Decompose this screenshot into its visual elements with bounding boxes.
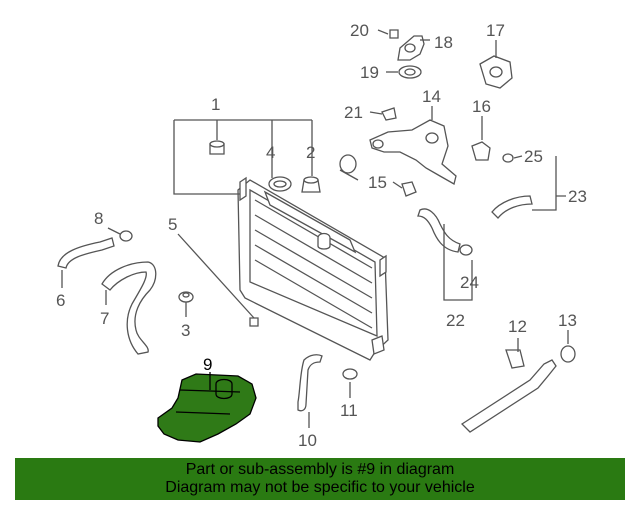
part-13-o-ring	[560, 345, 576, 363]
part-6-hose	[57, 237, 115, 269]
part-16-sensor	[471, 141, 491, 161]
part-20-bolt	[389, 29, 399, 39]
callout-23: 23	[568, 187, 587, 206]
part-24-clamp	[459, 244, 473, 256]
part-9-reservoir-tank	[157, 373, 257, 443]
callout-18: 18	[434, 33, 453, 52]
callout-7: 7	[100, 309, 109, 328]
drain-plug	[249, 317, 259, 327]
part-1-mount-cushion	[209, 140, 225, 155]
part-25-clamp	[502, 153, 514, 163]
callout-2: 2	[306, 143, 315, 162]
callout-12: 12	[508, 317, 527, 336]
part-10-hose	[297, 354, 323, 412]
part-4-cap	[268, 176, 292, 192]
callout-5: 5	[168, 215, 177, 234]
callout-17: 17	[486, 21, 505, 40]
callout-20: 20	[350, 21, 369, 40]
info-banner: Part or sub-assembly is #9 in diagram Di…	[15, 458, 625, 500]
radiator	[237, 176, 389, 361]
part-3-bushing	[178, 291, 194, 303]
callout-24: 24	[460, 273, 479, 292]
part-12-pipe	[460, 349, 557, 433]
part-22-hose	[417, 208, 461, 253]
callout-6: 6	[56, 291, 65, 310]
part-7-hose	[101, 261, 157, 355]
part-15b-gasket	[401, 181, 417, 197]
banner-line-part: Part or sub-assembly is #9 in diagram	[185, 461, 455, 478]
callout-14: 14	[422, 87, 441, 106]
callout-3: 3	[181, 321, 190, 340]
callout-15: 15	[368, 173, 387, 192]
parts-diagram: 1 2 3 4 5 6 7 8 9 10 11 12 13 14 15 16 1…	[56, 21, 587, 450]
part-14-water-pipe	[369, 119, 457, 185]
callout-25: 25	[524, 147, 543, 166]
callout-4: 4	[266, 143, 275, 162]
part-11-clamp	[342, 368, 358, 380]
part-2-cushion	[301, 176, 321, 193]
callout-9: 9	[203, 355, 212, 374]
callout-10: 10	[298, 431, 317, 450]
part-17-thermostat-housing	[479, 55, 513, 89]
part-19-gasket	[398, 65, 422, 79]
callout-22: 22	[446, 311, 465, 330]
callout-1: 1	[211, 95, 220, 114]
callout-19: 19	[360, 63, 379, 82]
part-15-gasket	[339, 154, 357, 174]
part-8-clamp	[119, 230, 133, 242]
part-18-water-outlet	[397, 35, 425, 61]
banner-line-disclaimer: Diagram may not be specific to your vehi…	[165, 479, 475, 496]
callout-21: 21	[344, 103, 363, 122]
callout-13: 13	[558, 311, 577, 330]
callout-11: 11	[340, 401, 358, 420]
callout-16: 16	[472, 97, 491, 116]
part-21-sensor	[381, 107, 397, 121]
callout-8: 8	[94, 209, 103, 228]
part-23-hose	[491, 195, 533, 219]
leader-lines	[61, 29, 569, 428]
